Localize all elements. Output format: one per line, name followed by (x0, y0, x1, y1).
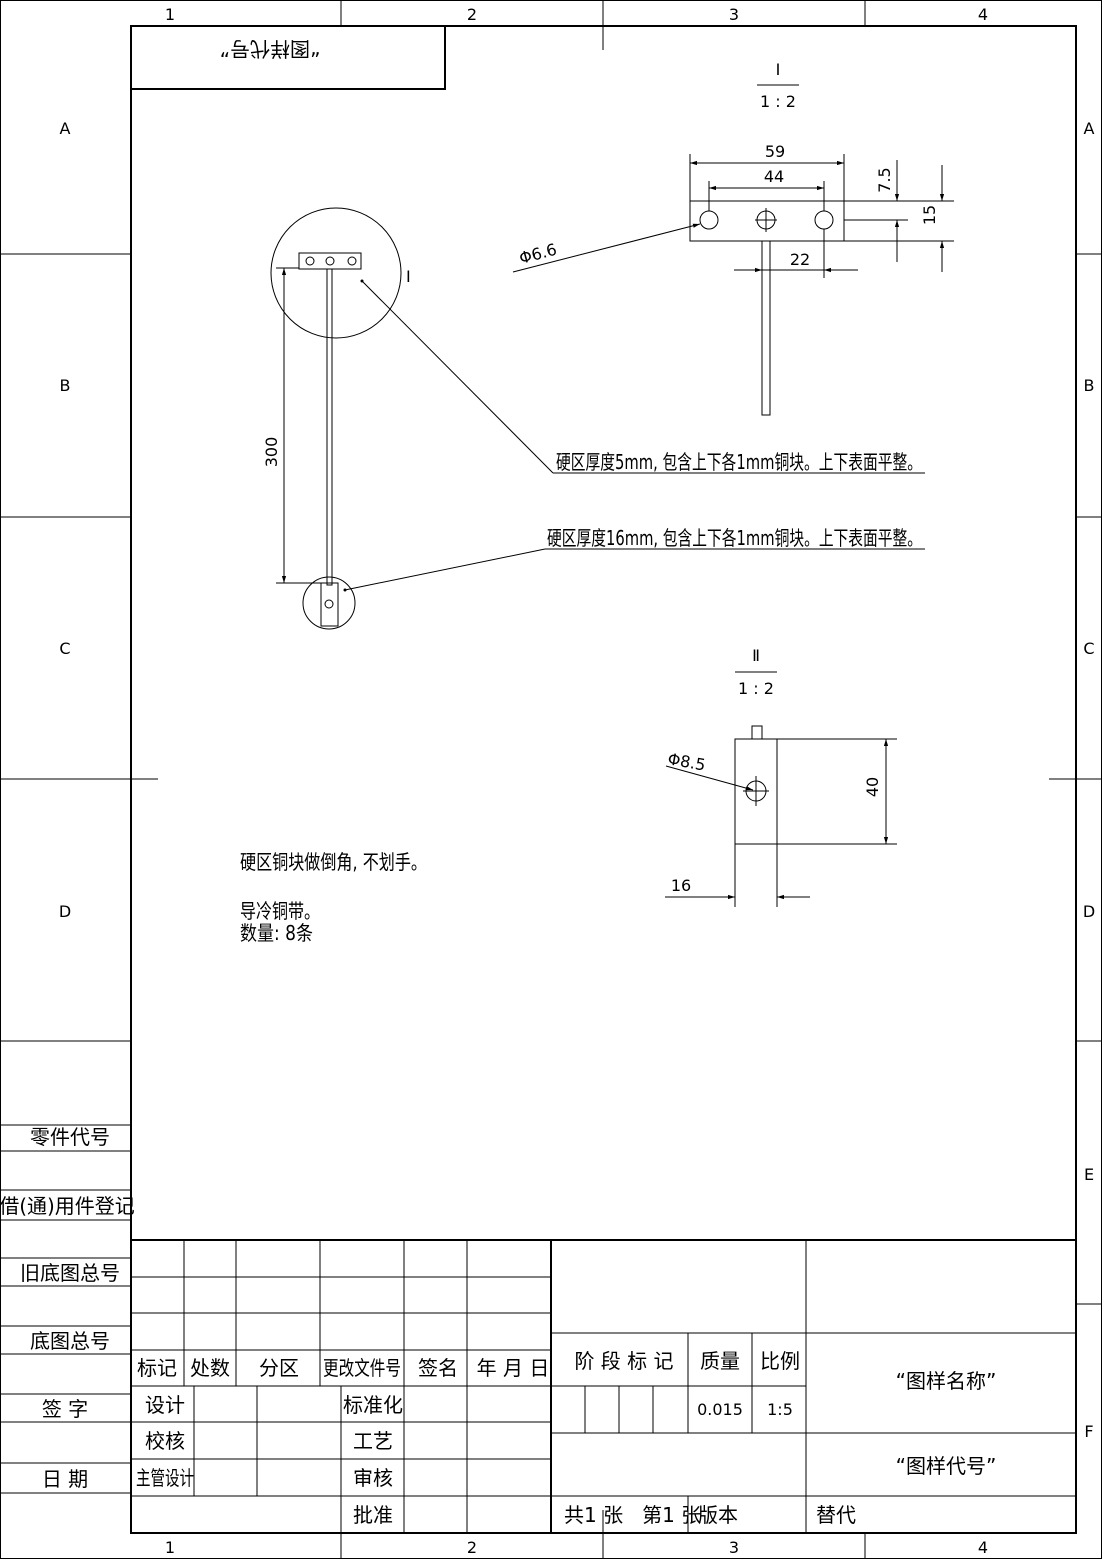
zone-row-B-right: B (1084, 376, 1095, 395)
dim-22: 22 (790, 250, 810, 269)
zone-row-B-left: B (60, 376, 71, 395)
dim-7-5: 7.5 (875, 167, 894, 192)
zone-col-2-top: 2 (467, 5, 477, 24)
rev-header-date: 年 月 日 (477, 1356, 550, 1380)
left-strip: 零件代号 借(通)用件登记 旧底图总号 底图总号 签 字 日 期 (0, 1124, 135, 1494)
main-view: 300 Ⅰ 硬区厚度5mm, 包含上下各1mm铜块。上下表面平整。 硬区厚度16… (262, 207, 925, 630)
zone-col-4-top: 4 (978, 5, 988, 24)
callout-1: 硬区厚度5mm, 包含上下各1mm铜块。上下表面平整。 (556, 450, 922, 474)
standardize-label: 标准化 (343, 1393, 403, 1417)
detail-circle-I (270, 207, 402, 339)
detail1-scale: 1 : 2 (760, 92, 796, 111)
dim-40: 40 (863, 777, 882, 797)
rev-header-sign: 签名 (418, 1356, 458, 1380)
zone-col-1-top: 1 (165, 5, 175, 24)
replace-label: 替代 (816, 1503, 856, 1527)
dim-16: 16 (671, 876, 691, 895)
old-base-no-label: 旧底图总号 (20, 1261, 120, 1285)
rev-header-mark: 标记 (137, 1356, 177, 1380)
dim-59: 59 (765, 142, 785, 161)
dim-15: 15 (920, 205, 939, 225)
dim-300: 300 (262, 437, 281, 468)
detail2-scale: 1 : 2 (738, 679, 774, 698)
scale-label: 比例 (760, 1349, 800, 1373)
mass-value: 0.015 (697, 1400, 743, 1419)
dia-6-6: Φ6.6 (517, 240, 559, 268)
scale-value: 1:5 (767, 1400, 793, 1419)
detail1-roman: Ⅰ (776, 60, 781, 79)
design-label: 设计 (145, 1393, 185, 1417)
base-no-label: 底图总号 (30, 1329, 110, 1353)
check-label: 校核 (145, 1429, 185, 1453)
note-3: 数量: 8条 (240, 921, 313, 945)
detail2-stub (751, 725, 763, 740)
detail1-block (689, 200, 845, 242)
drawing-code: “图样代号” (896, 1454, 997, 1478)
rev-header-doc: 更改文件号 (323, 1356, 401, 1380)
process-label: 工艺 (353, 1429, 393, 1453)
zone-row-F-right: F (1084, 1422, 1093, 1441)
rev-header-count: 处数 (190, 1356, 230, 1380)
top-copper-block (298, 252, 362, 270)
detail1-strip (761, 240, 771, 416)
label-I-main: Ⅰ (406, 267, 411, 286)
zone-row-C-right: C (1083, 639, 1094, 658)
part-code-label: 零件代号 (30, 1125, 110, 1149)
approve-label: 批准 (353, 1503, 393, 1527)
detail-circle-II (302, 576, 356, 630)
detail-view-1: Ⅰ 1 : 2 59 44 22 7.5 (512, 60, 954, 416)
zone-row-D-left: D (59, 902, 71, 921)
zone-row-D-right: D (1083, 902, 1095, 921)
detail2-block (734, 738, 778, 845)
zone-row-A-right: A (1084, 119, 1095, 138)
zone-row-E-right: E (1084, 1165, 1094, 1184)
sheet-count: 共1 张 第1 张 (564, 1503, 701, 1527)
zone-row-A-left: A (60, 119, 71, 138)
version-label: 版本 (698, 1503, 738, 1527)
notes: 硬区铜块做倒角, 不划手。 导冷铜带。 数量: 8条 (240, 850, 427, 945)
zone-row-C-left: C (59, 639, 70, 658)
chief-design-label: 主管设计 (136, 1466, 194, 1490)
note-1: 硬区铜块做倒角, 不划手。 (240, 850, 427, 874)
zone-col-3-top: 3 (729, 5, 739, 24)
zone-col-2-bottom: 2 (467, 1538, 477, 1557)
signature-label: 签 字 (42, 1397, 88, 1421)
mass-label: 质量 (700, 1349, 740, 1373)
callout-2: 硬区厚度16mm, 包含上下各1mm铜块。上下表面平整。 (547, 526, 922, 550)
stage-mark-label: 阶 段 标 记 (574, 1349, 673, 1373)
title-block: 标记 处数 分区 更改文件号 签名 年 月 日 设计 校核 主管设计 标准化 工… (131, 1239, 1076, 1533)
note-2: 导冷铜带。 (240, 899, 320, 923)
detail2-roman: Ⅱ (752, 646, 760, 665)
date-label: 日 期 (42, 1467, 88, 1491)
borrow-register-label: 借(通)用件登记 (0, 1194, 135, 1218)
dim-44: 44 (764, 167, 784, 186)
dia-8-5: Φ8.5 (666, 749, 707, 774)
review-label: 审核 (353, 1466, 393, 1490)
detail-view-2: Ⅱ 1 : 2 40 16 Φ8.5 (665, 646, 897, 907)
zone-labels: 1 2 3 4 1 2 3 4 A B C D A B C D E F (59, 5, 1095, 1557)
corner-stamp: “图样代号” (130, 25, 446, 90)
drawing-name: “图样名称” (896, 1369, 997, 1393)
zone-col-1-bottom: 1 (165, 1538, 175, 1557)
zone-col-4-bottom: 4 (978, 1538, 988, 1557)
corner-stamp-text: “图样代号” (220, 37, 321, 61)
bottom-copper-block (320, 582, 339, 627)
copper-strip (326, 268, 333, 586)
zone-col-3-bottom: 3 (729, 1538, 739, 1557)
rev-header-zone: 分区 (259, 1356, 299, 1380)
